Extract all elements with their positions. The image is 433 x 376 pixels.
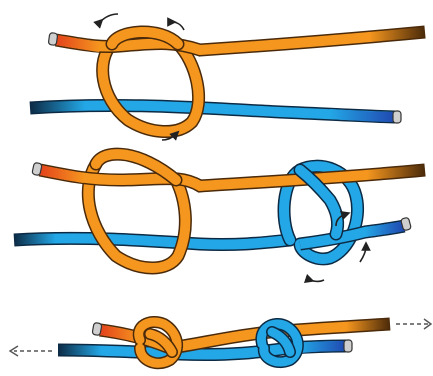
- rotation-arrow-icon: [172, 22, 184, 30]
- step-3-orange-rope-end-cap: [92, 322, 102, 335]
- pull-right-arrow-icon: [396, 319, 431, 329]
- step-3-blue-rope-end-cap: [344, 340, 352, 352]
- rotation-arrow-icon: [310, 280, 324, 282]
- step-2-orange-rope-end-cap: [32, 162, 42, 175]
- pull-left-arrow-icon: [10, 346, 52, 356]
- rotation-arrow-icon: [100, 14, 118, 22]
- step-1-group: [30, 14, 425, 140]
- step-3-group: [10, 319, 431, 363]
- step-1-blue-rope-end-cap: [393, 111, 401, 123]
- step-2-blue-rope: [14, 238, 290, 244]
- step-3-blue-knot: [261, 324, 298, 362]
- step-2-group: [14, 154, 425, 281]
- step-1-orange-loop: [103, 44, 199, 132]
- rotation-arrow-icon: [360, 246, 366, 262]
- step-1-orange-rope-end-cap: [48, 33, 58, 46]
- step-1-orange-rope: [48, 32, 425, 50]
- step-1-blue-rope: [30, 105, 401, 123]
